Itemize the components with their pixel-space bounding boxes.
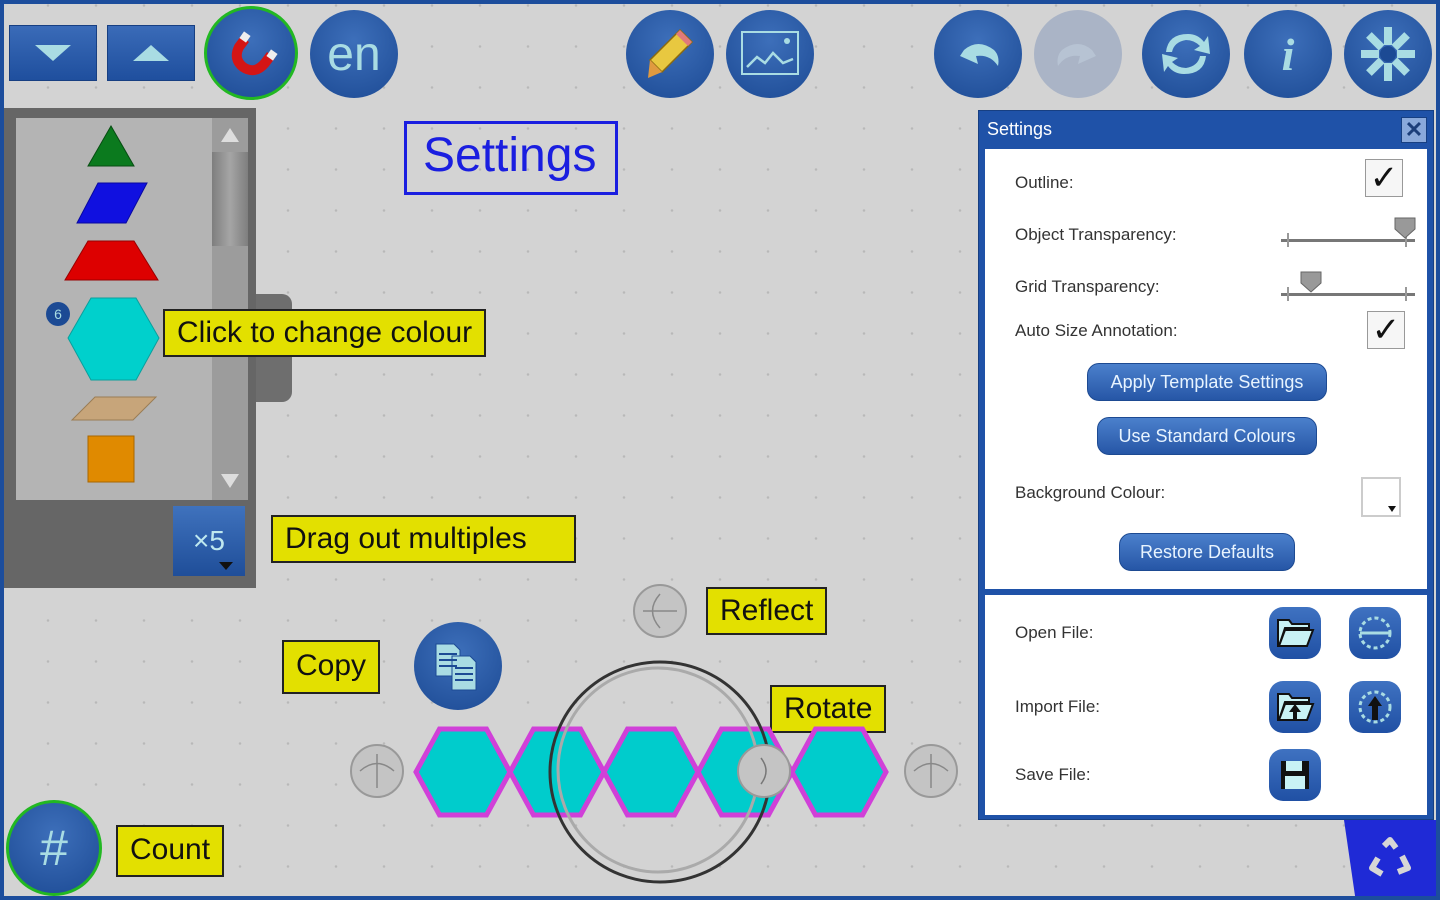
- check-icon: ✓: [1371, 311, 1401, 349]
- undo-icon: [960, 44, 999, 66]
- scroll-down-arrow-icon[interactable]: [221, 474, 239, 488]
- globe-import-icon: [1358, 690, 1392, 724]
- image-icon: [741, 31, 799, 75]
- restore-defaults-button[interactable]: Restore Defaults: [1119, 533, 1295, 571]
- globe-icon: [1358, 616, 1392, 650]
- hexagon-shape[interactable]: [413, 726, 513, 818]
- import-cloud-file-button[interactable]: [1349, 681, 1401, 733]
- rotate-handle[interactable]: [737, 744, 791, 798]
- import-file-label: Import File:: [1015, 697, 1101, 716]
- multiplier-button[interactable]: ×5: [173, 506, 245, 576]
- object-transparency-slider[interactable]: [1281, 217, 1416, 247]
- settings-panel-title: Settings: [987, 119, 1053, 139]
- slider-thumb[interactable]: [1300, 271, 1322, 293]
- grid-transparency-slider[interactable]: [1281, 271, 1415, 301]
- settings-button[interactable]: [1344, 10, 1432, 98]
- count-button[interactable]: #: [6, 800, 102, 896]
- redo-icon: [1057, 44, 1096, 66]
- reset-button[interactable]: [1142, 10, 1230, 98]
- annotation-drag-out-multiples[interactable]: Drag out multiples: [271, 515, 576, 563]
- info-icon: i: [1281, 28, 1295, 80]
- chevron-down-icon: [35, 45, 71, 61]
- annotation-click-to-change-colour[interactable]: Click to change colour: [163, 309, 487, 357]
- language-label: en: [327, 27, 381, 81]
- hexagon-shape[interactable]: [789, 726, 889, 818]
- annotation-count[interactable]: Count: [116, 825, 225, 877]
- recycle-icon: [1369, 837, 1411, 877]
- chevron-up-icon: [133, 45, 169, 61]
- background-colour-label: Background Colour:: [1015, 483, 1166, 502]
- dropdown-arrow-icon: [219, 562, 233, 570]
- palette-shape-trapezoid[interactable]: [64, 240, 159, 281]
- annotation-copy[interactable]: Copy: [282, 640, 381, 694]
- palette-shape-rhombus[interactable]: [76, 182, 148, 224]
- settings-body: Outline: ✓ Object Transparency: Grid Tra…: [985, 149, 1427, 589]
- close-button[interactable]: ✕: [1401, 117, 1427, 143]
- auto-size-checkbox[interactable]: ✓: [1367, 311, 1405, 349]
- scroll-down-button[interactable]: [9, 25, 97, 81]
- page-title[interactable]: Settings: [404, 121, 618, 195]
- background-colour-picker[interactable]: [1361, 477, 1401, 517]
- reflect-left-icon: [359, 754, 395, 788]
- palette-shape-hexagon[interactable]: [67, 297, 160, 381]
- import-local-file-button[interactable]: [1269, 681, 1321, 733]
- slider-thumb[interactable]: [1394, 217, 1416, 239]
- snap-magnet-button[interactable]: [204, 6, 298, 100]
- language-button[interactable]: en: [310, 10, 398, 98]
- reflect-left-handle[interactable]: [350, 744, 404, 798]
- reflect-vertical-handle[interactable]: [633, 584, 687, 638]
- folder-import-icon: [1277, 693, 1315, 721]
- pencil-button[interactable]: [626, 10, 714, 98]
- open-file-label: Open File:: [1015, 623, 1094, 642]
- magnet-icon: [231, 31, 278, 76]
- copy-button[interactable]: [414, 622, 502, 710]
- reflect-right-icon: [913, 754, 949, 788]
- auto-size-label: Auto Size Annotation:: [1015, 321, 1178, 340]
- refresh-icon: [1162, 34, 1210, 74]
- redo-button[interactable]: [1034, 10, 1122, 98]
- palette-shape-square[interactable]: [87, 435, 135, 483]
- close-icon: ✕: [1404, 117, 1424, 142]
- gear-icon: [1361, 27, 1415, 81]
- apply-template-settings-button[interactable]: Apply Template Settings: [1087, 363, 1327, 401]
- rotate-icon: [760, 757, 767, 785]
- outline-label: Outline:: [1015, 173, 1074, 192]
- settings-panel: Settings ✕ Outline: ✓ Object Transparenc…: [978, 110, 1434, 820]
- reflect-icon: [643, 593, 677, 629]
- hash-icon: #: [40, 820, 68, 876]
- hexagon-count-badge: 6: [46, 302, 70, 326]
- annotation-reflect[interactable]: Reflect: [706, 587, 828, 635]
- palette-shape-triangle[interactable]: [87, 124, 135, 167]
- scrollbar-thumb[interactable]: [212, 152, 248, 246]
- pencil-icon: [648, 28, 694, 78]
- folder-open-icon: [1277, 619, 1315, 647]
- background-image-button[interactable]: [726, 10, 814, 98]
- use-standard-colours-button[interactable]: Use Standard Colours: [1097, 417, 1317, 455]
- undo-button[interactable]: [934, 10, 1022, 98]
- outline-checkbox[interactable]: ✓: [1365, 159, 1403, 197]
- check-icon: ✓: [1369, 159, 1399, 197]
- reflect-right-handle[interactable]: [904, 744, 958, 798]
- info-button[interactable]: i: [1244, 10, 1332, 98]
- save-file-button[interactable]: [1269, 749, 1321, 801]
- object-transparency-label: Object Transparency:: [1015, 225, 1177, 244]
- hexagon-row[interactable]: [413, 726, 889, 818]
- grid-transparency-label: Grid Transparency:: [1015, 277, 1160, 296]
- scroll-up-arrow-icon[interactable]: [221, 128, 239, 142]
- copy-icon: [435, 643, 477, 691]
- multiplier-label: ×5: [193, 525, 225, 556]
- recycle-bin-button[interactable]: [1344, 820, 1436, 896]
- scroll-up-button[interactable]: [107, 25, 195, 81]
- file-section: Open File: Import File: Save File:: [985, 595, 1427, 815]
- open-local-file-button[interactable]: [1269, 607, 1321, 659]
- hexagon-shape[interactable]: [601, 726, 701, 818]
- save-file-label: Save File:: [1015, 765, 1091, 784]
- palette-shape-thin-rhombus[interactable]: [70, 396, 158, 421]
- floppy-disk-icon: [1281, 761, 1309, 789]
- open-cloud-file-button[interactable]: [1349, 607, 1401, 659]
